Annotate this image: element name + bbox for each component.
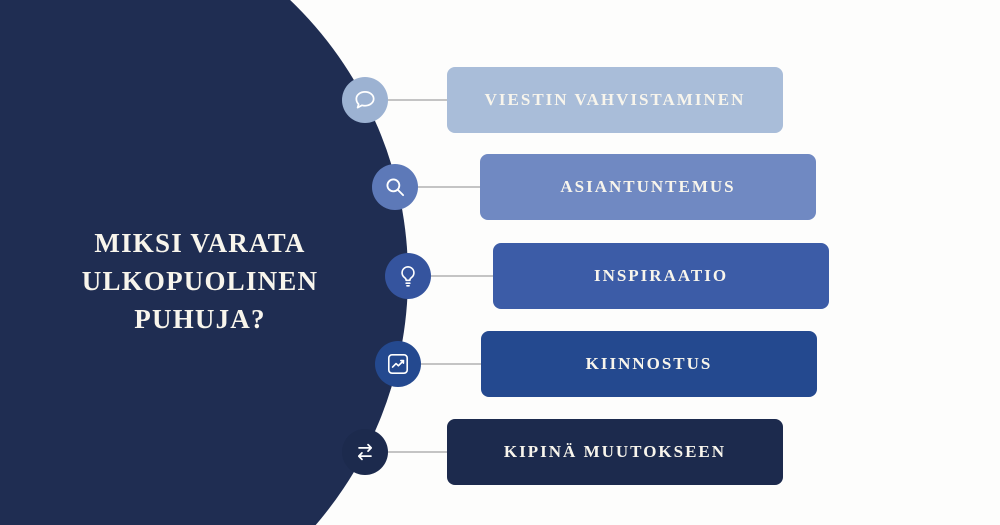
- lightbulb-icon: [385, 253, 431, 299]
- item-label: VIESTIN VAHVISTAMINEN: [484, 90, 746, 109]
- title-line-1: MIKSI VARATA: [94, 228, 306, 258]
- item-bar: INSPIRAATIO: [493, 243, 829, 309]
- connector-line: [408, 275, 498, 277]
- item-bar: KIINNOSTUS: [481, 331, 817, 397]
- title-circle: [0, 0, 408, 525]
- item-bar: KIPINÄ MUUTOKSEEN: [447, 419, 783, 485]
- item-label: ASIANTUNTEMUS: [560, 177, 736, 196]
- speech-bubble-icon: [342, 77, 388, 123]
- item-label: KIPINÄ MUUTOKSEEN: [503, 442, 727, 461]
- chart-icon: [375, 341, 421, 387]
- item-bar: ASIANTUNTEMUS: [480, 154, 816, 220]
- page-title: MIKSI VARATA ULKOPUOLINEN PUHUJA?: [60, 224, 340, 338]
- item-bar: VIESTIN VAHVISTAMINEN: [447, 67, 783, 133]
- connector-line: [398, 363, 486, 365]
- cycle-arrows-icon: [342, 429, 388, 475]
- title-line-3: PUHUJA?: [134, 304, 266, 334]
- title-line-2: ULKOPUOLINEN: [81, 266, 319, 296]
- connector-line: [395, 186, 485, 188]
- item-label: KIINNOSTUS: [585, 354, 713, 373]
- item-label: INSPIRAATIO: [593, 266, 729, 285]
- magnifier-icon: [372, 164, 418, 210]
- connector-line: [365, 451, 452, 453]
- connector-line: [365, 99, 450, 101]
